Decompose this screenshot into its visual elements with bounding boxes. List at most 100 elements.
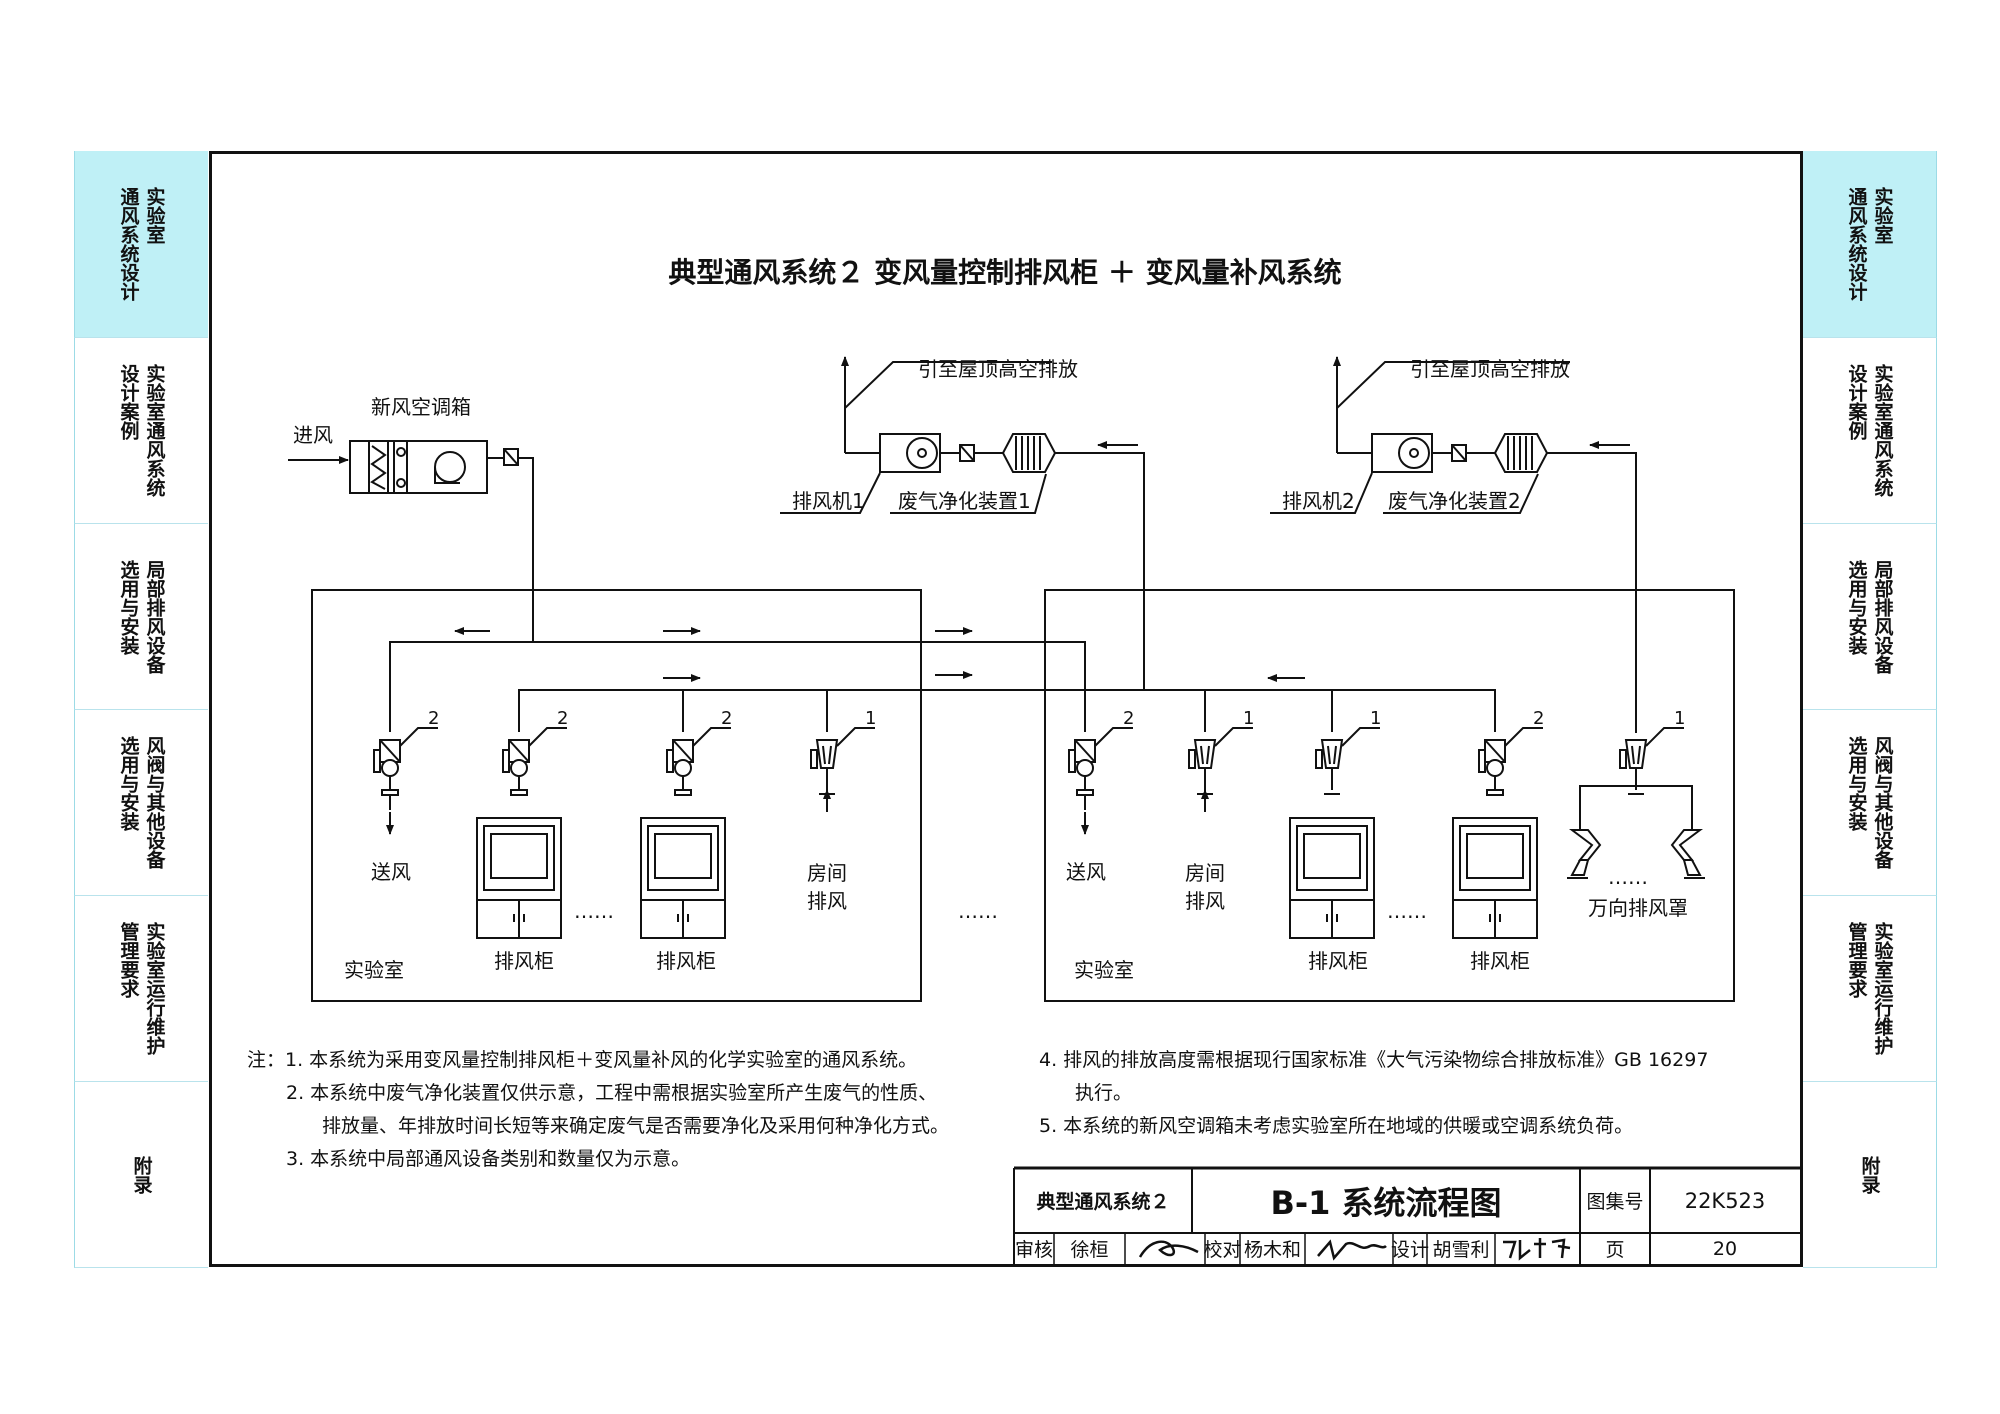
tab-line: 实验室通风系统 <box>1871 364 1894 497</box>
valve-tag: 2 <box>1123 708 1134 729</box>
tab-line: 实验室 <box>143 187 166 244</box>
right-tab-appendix[interactable]: 附录 <box>1803 1082 1937 1268</box>
note-line: 2. 本系统中废气净化装置仅供示意，工程中需根据实验室所产生废气的性质、 <box>286 1082 938 1104</box>
note-line: 3. 本系统中局部通风设备类别和数量仅为示意。 <box>286 1148 691 1170</box>
valve-tag: 1 <box>1370 708 1381 729</box>
tab-line: 选用与安装 <box>1845 559 1868 655</box>
right-tab-dampers[interactable]: 风阀与其他设备 选用与安装 <box>1803 710 1937 896</box>
tab-line: 设计案例 <box>1845 364 1868 440</box>
fan-2-label: 排风机2 <box>1282 489 1355 513</box>
purifier-2-label: 废气净化装置2 <box>1388 489 1521 513</box>
right-tab-local-exhaust[interactable]: 局部排风设备 选用与安装 <box>1803 524 1937 710</box>
constant-valve-icon <box>1619 727 1684 795</box>
checker-signature-icon <box>1317 1239 1387 1261</box>
constant-valve-icon <box>810 727 875 795</box>
left-tab-appendix[interactable]: 附录 <box>74 1082 208 1268</box>
system-name: 典型通风系统２ <box>1036 1191 1170 1213</box>
lab-1-label: 实验室 <box>344 958 404 982</box>
tab-line: 实验室 <box>1871 187 1894 244</box>
left-tab-dampers[interactable]: 风阀与其他设备 选用与安装 <box>74 710 208 896</box>
right-tab-operation[interactable]: 实验室运行维护 管理要求 <box>1803 896 1937 1082</box>
constant-valve-icon <box>1315 727 1380 795</box>
universal-hood-ellipsis: …… <box>1608 865 1648 889</box>
supply-air-1-label: 送风 <box>371 860 411 884</box>
ellipsis: …… <box>574 899 614 923</box>
valve-tag: 1 <box>1674 708 1685 729</box>
lab-2-label: 实验室 <box>1074 958 1134 982</box>
tab-line: 管理要求 <box>117 922 140 998</box>
atlas-number: 22K523 <box>1684 1188 1766 1213</box>
valve-tag: 1 <box>1243 708 1254 729</box>
review-name: 徐桓 <box>1070 1239 1109 1261</box>
fume-hood-label-1: 排风柜 <box>494 949 554 973</box>
tab-line: 选用与安装 <box>1845 736 1868 831</box>
designer-signature-icon <box>1503 1238 1571 1261</box>
tab-line: 管理要求 <box>1845 922 1868 998</box>
room-exhaust-1 <box>819 789 835 812</box>
ellipsis: …… <box>1387 899 1427 923</box>
room-exhaust-1-label-a: 房间 <box>807 861 847 885</box>
universal-exhaust-hood <box>1567 776 1705 879</box>
vav-valve-icon <box>666 727 731 796</box>
vav-valve-icon <box>373 727 438 796</box>
tab-line: 附录 <box>130 1155 153 1194</box>
right-tab-design-cases[interactable]: 实验室通风系统 设计案例 <box>1803 338 1937 524</box>
inlet-label: 进风 <box>293 423 333 447</box>
right-tab-lab-ventilation-design[interactable]: 实验室 通风系统设计 <box>1803 151 1937 338</box>
tab-line: 风阀与其他设备 <box>1871 736 1894 869</box>
valve-tag: 2 <box>1533 708 1544 729</box>
left-tab-local-exhaust[interactable]: 局部排风设备 选用与安装 <box>74 524 208 710</box>
fresh-air-unit-label: 新风空调箱 <box>371 395 471 419</box>
note-line: 5. 本系统的新风空调箱未考虑实验室所在地域的供暖或空调系统负荷。 <box>1039 1115 1634 1137</box>
tab-line: 设计案例 <box>117 364 140 440</box>
title-block <box>1013 1166 1800 1264</box>
fume-hood-label-4: 排风柜 <box>1470 949 1530 973</box>
valve-tag: 1 <box>865 708 876 729</box>
vav-valve-icon <box>1068 727 1133 796</box>
tab-line: 实验室通风系统 <box>143 364 166 497</box>
vav-valve-icon <box>502 727 567 796</box>
purifier-1-label: 废气净化装置1 <box>898 489 1031 513</box>
tab-line: 选用与安装 <box>117 559 140 655</box>
lab-room-2 <box>1044 589 1735 1002</box>
note-line: 4. 排风的排放高度需根据现行国家标准《大气污染物综合排放标准》GB 16297 <box>1039 1049 1709 1071</box>
atlas-label: 图集号 <box>1586 1191 1644 1213</box>
left-tab-lab-ventilation-design[interactable]: 实验室 通风系统设计 <box>74 151 208 338</box>
supply-air-2-label: 送风 <box>1066 860 1106 884</box>
diagram-title: 典型通风系统２ 变风量控制排风柜 ＋ 变风量补风系统 <box>668 256 1341 289</box>
note-line: 执行。 <box>1075 1082 1133 1104</box>
tab-line: 局部排风设备 <box>1871 559 1894 674</box>
check-label: 校对 <box>1203 1239 1242 1261</box>
fume-hood-label-3: 排风柜 <box>1308 949 1368 973</box>
fan-1-label: 排风机1 <box>792 489 865 513</box>
exhaust-system-1 <box>780 356 1145 690</box>
left-tab-design-cases[interactable]: 实验室通风系统 设计案例 <box>74 338 208 524</box>
room-exhaust-2-label-b: 排风 <box>1185 889 1225 913</box>
room-exhaust-1-label-b: 排风 <box>807 889 847 913</box>
fume-hood-icon <box>640 817 726 939</box>
roof-discharge-2-label: 引至屋顶高空排放 <box>1410 357 1570 381</box>
supply-damper-icon <box>503 448 519 466</box>
drawing-frame <box>209 151 1803 1267</box>
tab-line: 选用与安装 <box>117 736 140 831</box>
tab-line: 附录 <box>1858 1155 1881 1194</box>
tab-line: 通风系统设计 <box>117 187 140 301</box>
notes-right: 4. 排风的排放高度需根据现行国家标准《大气污染物综合排放标准》GB 16297… <box>1039 1044 1708 1143</box>
universal-hood-label: 万向排风罩 <box>1588 896 1688 920</box>
exhaust-system-2 <box>1270 356 1637 733</box>
tab-line: 风阀与其他设备 <box>143 736 166 869</box>
vav-valve-icon <box>1478 727 1543 796</box>
left-tab-operation[interactable]: 实验室运行维护 管理要求 <box>74 896 208 1082</box>
check-name: 杨木和 <box>1243 1239 1301 1261</box>
design-label: 设计 <box>1391 1239 1430 1261</box>
supply-duct <box>389 627 1086 732</box>
page-label: 页 <box>1605 1239 1625 1261</box>
note-line: 排放量、年排放时间长短等来确定废气是否需要净化及采用何种净化方式。 <box>322 1115 950 1137</box>
constant-valve-icon <box>1188 727 1253 795</box>
room-exhaust-2 <box>1197 789 1213 812</box>
tab-line: 局部排风设备 <box>143 559 166 674</box>
reviewer-signature-icon <box>1138 1240 1199 1258</box>
fume-hood-icon <box>476 817 562 939</box>
